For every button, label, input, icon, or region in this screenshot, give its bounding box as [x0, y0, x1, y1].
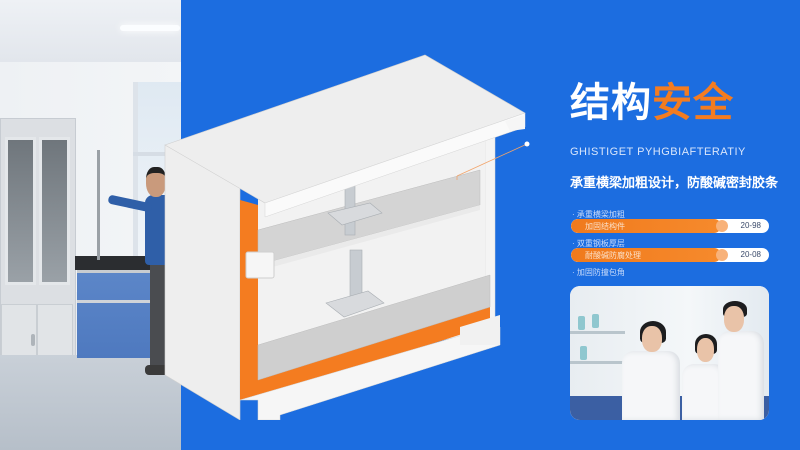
ceiling [0, 0, 181, 62]
spec-label-1: 承重横梁加粗 [572, 209, 625, 220]
lab-bottle [580, 346, 587, 360]
spec-bar-knob-1 [716, 220, 728, 232]
lab-photo-left [0, 0, 181, 450]
title-orange: 安全 [652, 81, 734, 125]
glass-door-left [5, 137, 36, 285]
glass-door-right [39, 137, 70, 285]
bench-drawer-handle [77, 300, 161, 303]
spec-bar-fill-1 [571, 219, 722, 233]
subtitle-english: GHISTIGET PYHGBIAFTERATIY [570, 146, 746, 158]
spec-bar-knob-2 [716, 249, 728, 261]
lab-shelf [570, 361, 625, 364]
bench-cabinet [77, 270, 161, 358]
spec-bar-text-1: 加固结构件 [585, 222, 625, 231]
researcher-2-head [697, 338, 714, 362]
cabinet-illustration [160, 45, 540, 421]
storage-cabinet [0, 118, 76, 382]
researcher-1-head [642, 326, 662, 352]
spec-label-2: 双重钢板厚层 [572, 238, 625, 249]
title-white: 结构 [570, 81, 652, 125]
window-frame [133, 152, 181, 156]
lab-bottle [578, 316, 585, 330]
spec-bar-value-1: 20-98 [740, 221, 761, 230]
spec-bar-2: 耐酸碱防腐处理 20-08 [571, 248, 769, 262]
spec-footer: 加固防撞包角 [572, 267, 625, 278]
spec-bar-text-2: 耐酸碱防腐处理 [585, 251, 641, 260]
researcher-3 [718, 331, 764, 420]
door-handle [31, 334, 35, 346]
subtitle-chinese: 承重横梁加粗设计，防酸碱密封胶条 [570, 175, 779, 190]
technician-shoe [145, 365, 177, 375]
callout-dot-icon [524, 141, 530, 147]
cabinet-cutaway-svg [164, 54, 526, 421]
spec-bar-value-2: 20-08 [740, 250, 761, 259]
page-title: 结构安全 [570, 78, 734, 128]
technician-head [146, 167, 166, 197]
researcher-3-head [724, 306, 744, 332]
callout-connector [456, 141, 530, 180]
lab-bottle [592, 314, 599, 328]
lab-shelf [570, 331, 625, 334]
researchers-photo [570, 286, 769, 420]
ceiling-light [120, 25, 180, 31]
spec-bar-fill-2 [571, 248, 722, 262]
lab-stand [97, 150, 100, 260]
researcher-1 [622, 351, 680, 420]
spec-bar-1: 加固结构件 20-98 [571, 219, 769, 233]
technician-legs [150, 265, 168, 365]
